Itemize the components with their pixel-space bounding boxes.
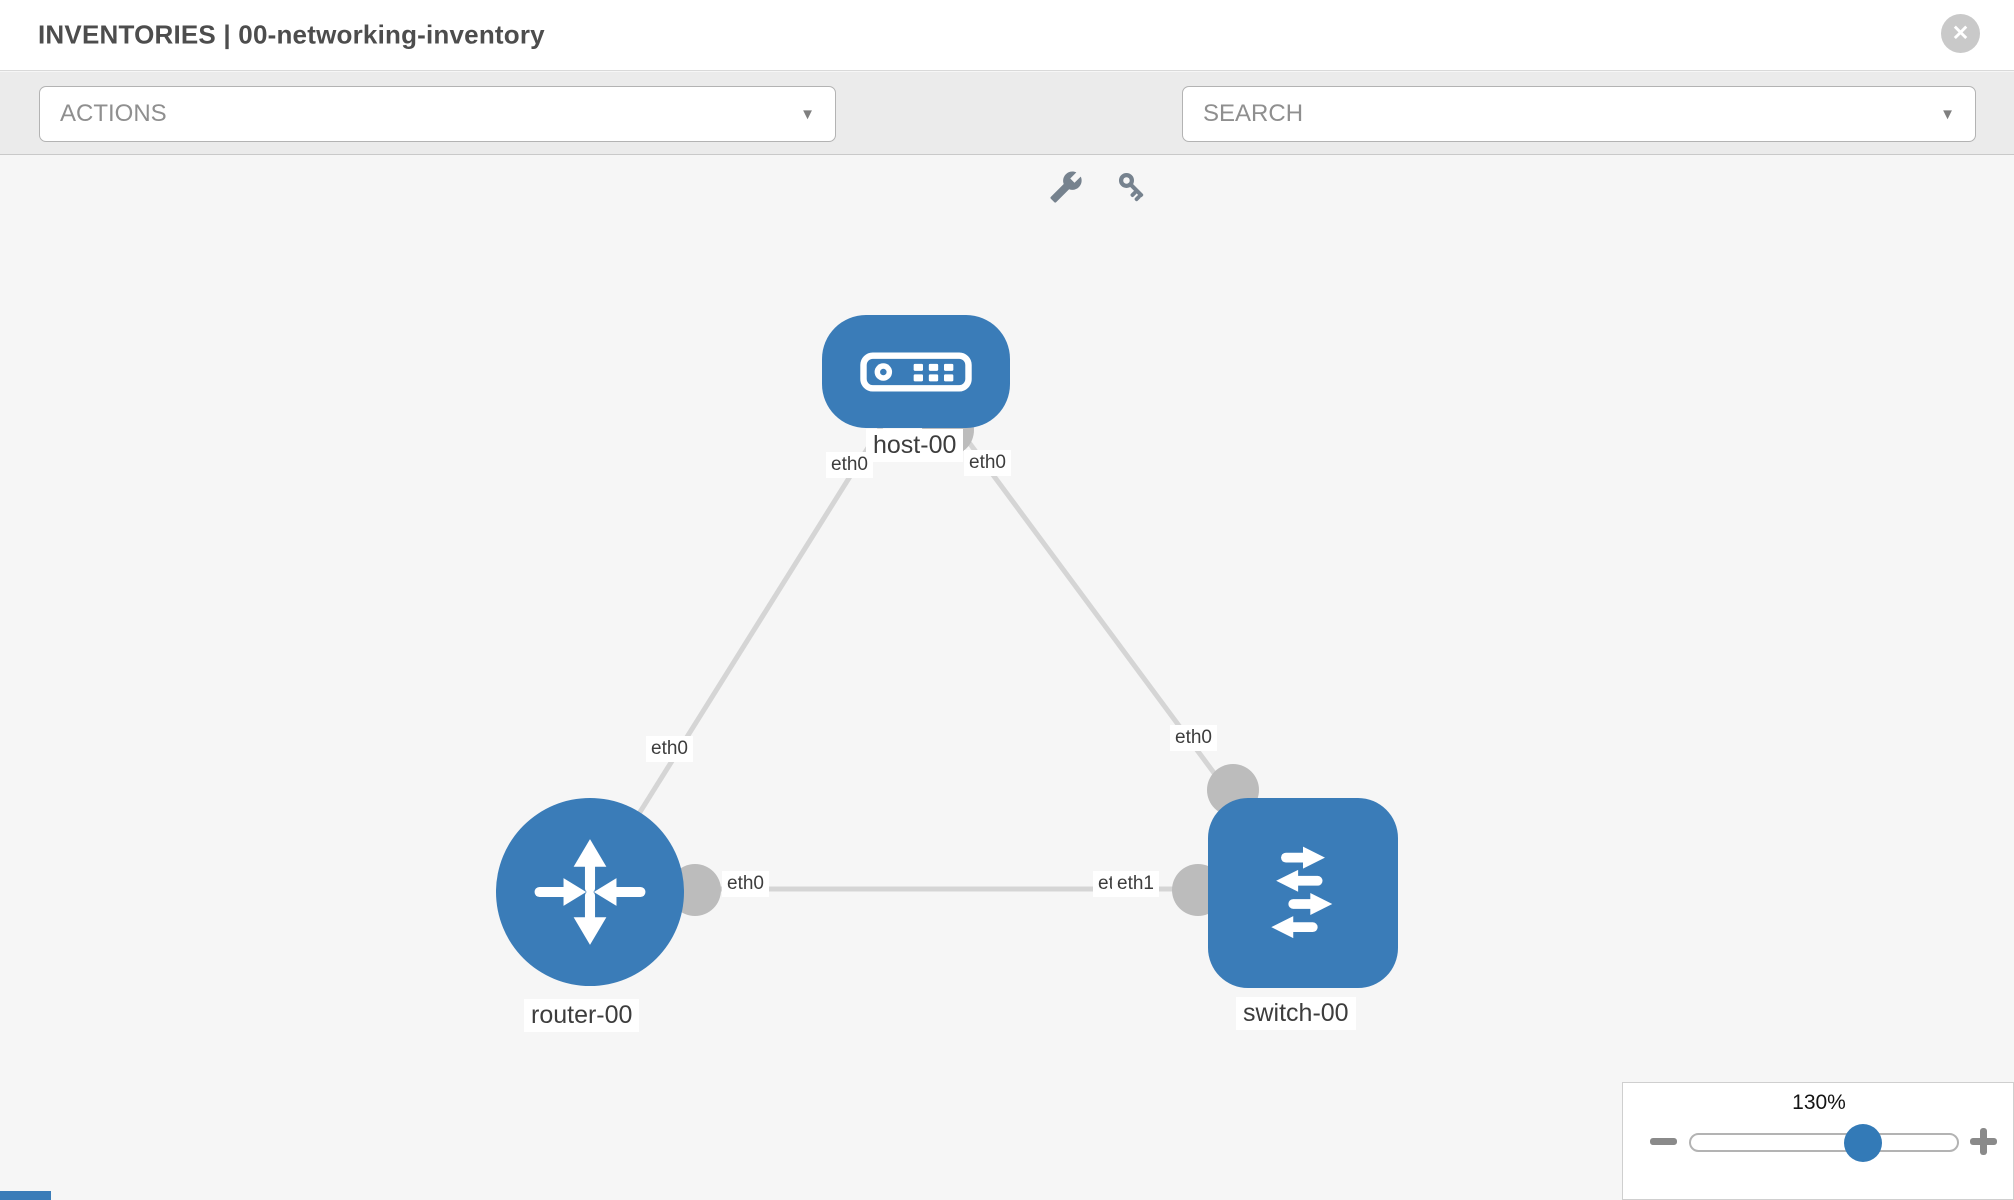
zoom-slider-track[interactable] (1689, 1133, 1959, 1152)
interface-label: eth0 (1170, 725, 1217, 751)
switch-icon (1271, 846, 1333, 939)
zoom-panel: 130% (1622, 1082, 2014, 1200)
search-dropdown-label: SEARCH (1203, 100, 1304, 127)
node-switch[interactable] (1208, 798, 1398, 988)
close-button[interactable]: ✕ (1941, 14, 1980, 53)
node-host[interactable] (822, 315, 1010, 428)
actions-dropdown[interactable]: ACTIONS ▼ (39, 86, 836, 142)
node-label: switch-00 (1236, 997, 1356, 1030)
node-label: router-00 (524, 999, 640, 1032)
chevron-down-icon: ▼ (1940, 105, 1955, 123)
interface-label: eth0 (964, 450, 1011, 476)
interface-label: eth1 (1112, 871, 1159, 897)
zoom-level-label: 130% (1792, 1091, 1846, 1114)
key-icon[interactable] (1116, 170, 1150, 204)
close-icon: ✕ (1951, 22, 1970, 45)
search-dropdown[interactable]: SEARCH ▼ (1182, 86, 1976, 142)
interface-label: eth0 (826, 452, 873, 478)
bottom-edge-accent (0, 1191, 51, 1200)
page-title: INVENTORIES | 00-networking-inventory (38, 19, 545, 50)
chevron-down-icon: ▼ (800, 105, 815, 123)
header: INVENTORIES | 00-networking-inventory ✕ (0, 0, 2014, 71)
zoom-in-icon[interactable] (1970, 1128, 1997, 1155)
zoom-slider-handle[interactable] (1844, 1124, 1882, 1162)
toolbar: ACTIONS ▼ SEARCH ▼ (0, 72, 2014, 203)
interface-label: eth0 (722, 871, 769, 897)
wrench-icon[interactable] (1049, 170, 1083, 204)
actions-dropdown-label: ACTIONS (60, 100, 167, 127)
host-icon (860, 351, 972, 392)
router-icon (534, 839, 646, 945)
interface-label: eth0 (646, 736, 693, 762)
node-router[interactable] (496, 798, 684, 986)
zoom-out-icon[interactable] (1650, 1138, 1677, 1145)
node-label: host-00 (866, 429, 964, 462)
